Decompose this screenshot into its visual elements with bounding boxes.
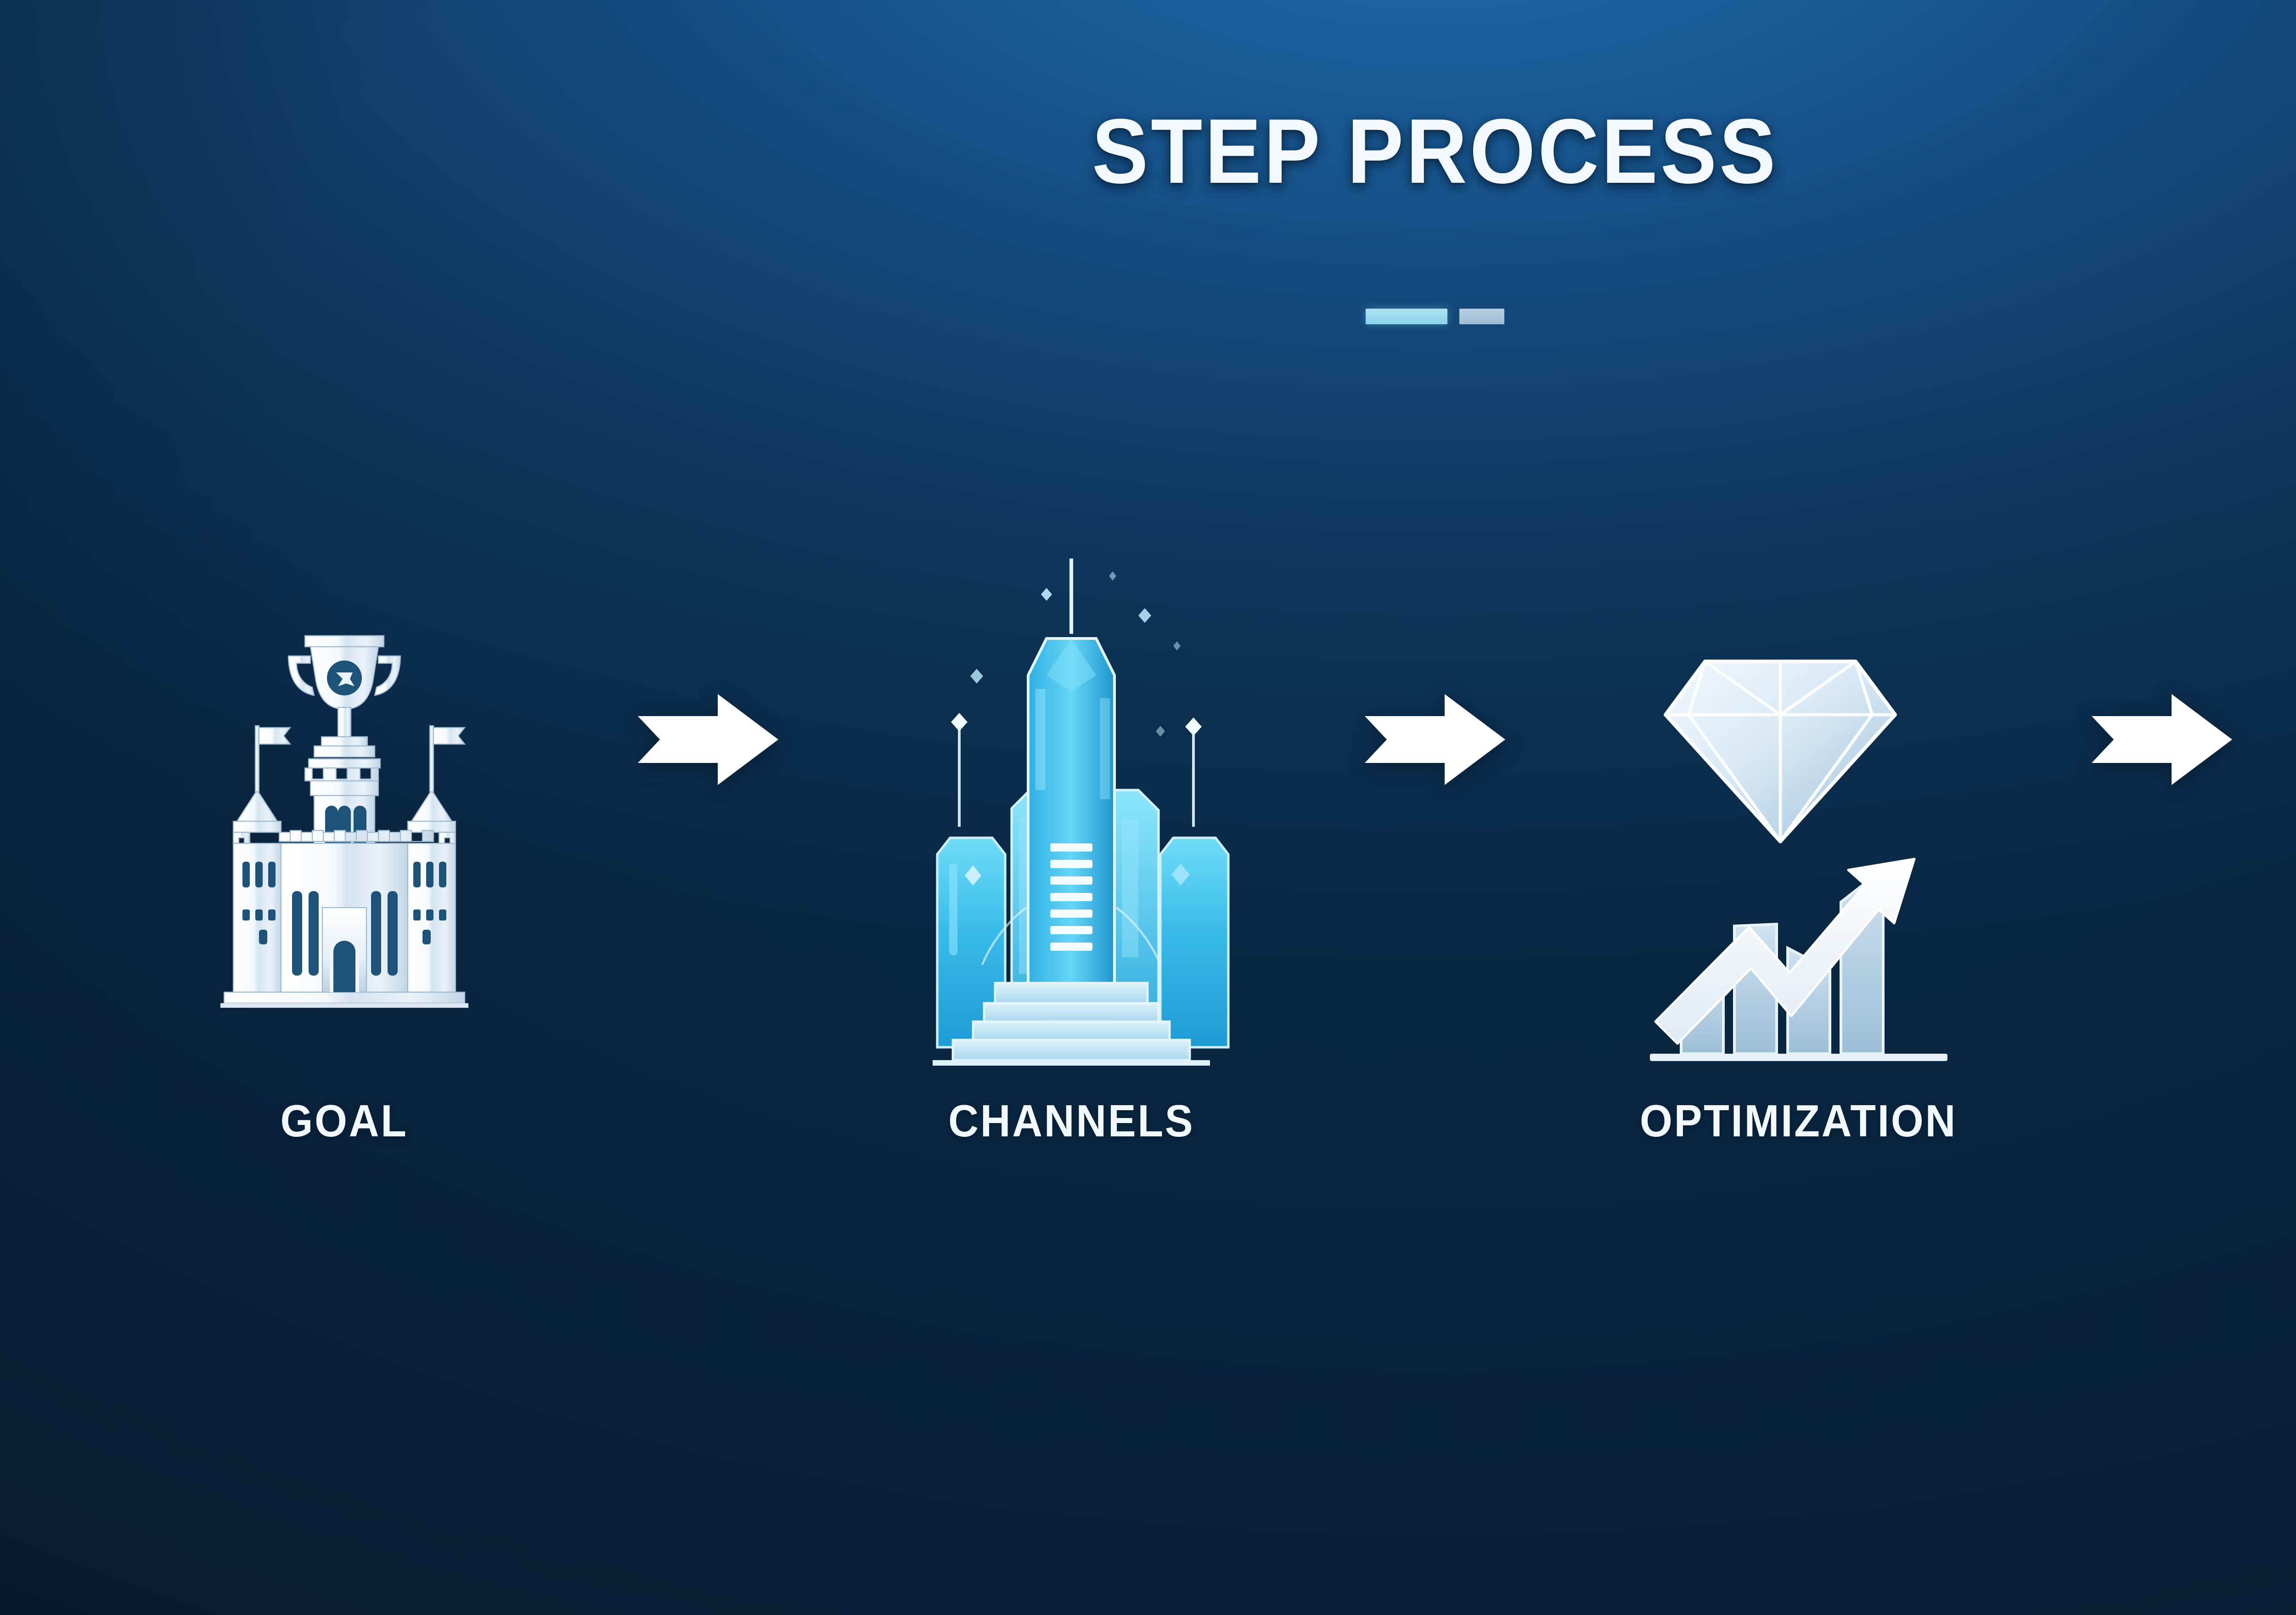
diamond-growth-chart-icon (1649, 660, 1947, 1061)
step-label-goal: GOAL (280, 1095, 409, 1146)
icon-container-goal (115, 404, 574, 1075)
connector-2 (1339, 404, 1531, 1075)
step-label-optimization: OPTIMIZATION (1640, 1095, 1958, 1146)
process-step-channels[interactable]: CHANNELS (842, 404, 1301, 1147)
right-arrow-icon (2092, 694, 2233, 785)
connector-1 (612, 404, 805, 1075)
step-label-channels: CHANNELS (948, 1095, 1195, 1146)
castle-trophy-icon (220, 635, 468, 1008)
right-arrow-icon (637, 694, 778, 785)
process-step-optimization[interactable]: OPTIMIZATION (1569, 404, 2028, 1147)
connector-3 (2065, 404, 2258, 1075)
icon-container-channels (842, 404, 1301, 1075)
city-skyline-icon (933, 559, 1230, 1066)
page-title: STEP PROCESS (1092, 100, 1778, 203)
title-divider (0, 309, 2296, 324)
icon-container-optimization (1569, 404, 2028, 1075)
process-flow: GOAL (115, 404, 2296, 1231)
divider-dash-short (1459, 309, 1504, 324)
process-step-goal[interactable]: GOAL (115, 404, 574, 1147)
right-arrow-icon (1364, 694, 1505, 785)
divider-dash-long (1366, 309, 1447, 324)
